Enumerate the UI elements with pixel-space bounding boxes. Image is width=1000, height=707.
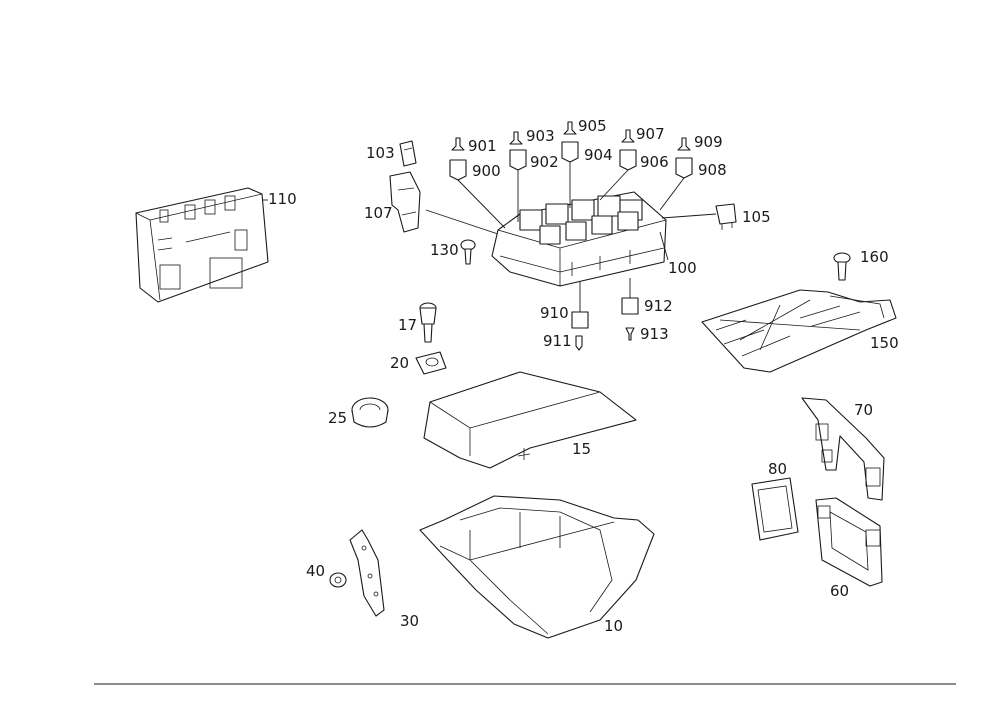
grommet-25 bbox=[351, 397, 389, 428]
relays-bottom bbox=[571, 297, 639, 351]
label-15: 15 bbox=[572, 440, 591, 458]
label-913: 913 bbox=[640, 325, 669, 343]
frame-60 bbox=[815, 497, 883, 587]
washer-40 bbox=[329, 572, 347, 588]
label-907: 907 bbox=[636, 125, 665, 143]
label-10: 10 bbox=[604, 617, 623, 635]
relays-top bbox=[449, 141, 693, 181]
label-60: 60 bbox=[830, 582, 849, 600]
cover-15 bbox=[423, 371, 637, 469]
clip-20 bbox=[415, 351, 447, 375]
housing-10 bbox=[419, 495, 655, 639]
label-70: 70 bbox=[854, 401, 873, 419]
label-100: 100 bbox=[668, 259, 697, 277]
gasket-80 bbox=[751, 477, 799, 541]
label-909: 909 bbox=[694, 133, 723, 151]
bracket-plate-30 bbox=[349, 529, 385, 617]
label-105: 105 bbox=[742, 208, 771, 226]
label-910: 910 bbox=[540, 304, 569, 322]
label-901: 901 bbox=[468, 137, 497, 155]
label-130: 130 bbox=[430, 241, 459, 259]
bracket-107 bbox=[389, 171, 421, 233]
label-906: 906 bbox=[640, 153, 669, 171]
label-912: 912 bbox=[644, 297, 673, 315]
screw-130 bbox=[460, 239, 476, 265]
label-903: 903 bbox=[526, 127, 555, 145]
cover-plate-150 bbox=[701, 289, 897, 373]
label-25: 25 bbox=[328, 409, 347, 427]
label-150: 150 bbox=[870, 334, 899, 352]
label-900: 900 bbox=[472, 162, 501, 180]
label-904: 904 bbox=[584, 146, 613, 164]
bolt-17 bbox=[419, 302, 437, 343]
relay-105 bbox=[715, 203, 737, 230]
fuse-relay-box-100 bbox=[491, 191, 667, 287]
label-20: 20 bbox=[390, 354, 409, 372]
label-905: 905 bbox=[578, 117, 607, 135]
bracket-70 bbox=[801, 397, 885, 501]
relay-pins-top bbox=[451, 121, 691, 151]
label-902: 902 bbox=[530, 153, 559, 171]
label-80: 80 bbox=[768, 460, 787, 478]
label-911: 911 bbox=[543, 332, 572, 350]
label-103: 103 bbox=[366, 144, 395, 162]
control-unit-110 bbox=[135, 187, 269, 303]
label-107: 107 bbox=[364, 204, 393, 222]
label-30: 30 bbox=[400, 612, 419, 630]
screw-160 bbox=[833, 252, 851, 281]
label-17: 17 bbox=[398, 316, 417, 334]
fuse-103 bbox=[399, 140, 417, 167]
label-40: 40 bbox=[306, 562, 325, 580]
label-908: 908 bbox=[698, 161, 727, 179]
label-160: 160 bbox=[860, 248, 889, 266]
label-110: 110 bbox=[268, 190, 297, 208]
